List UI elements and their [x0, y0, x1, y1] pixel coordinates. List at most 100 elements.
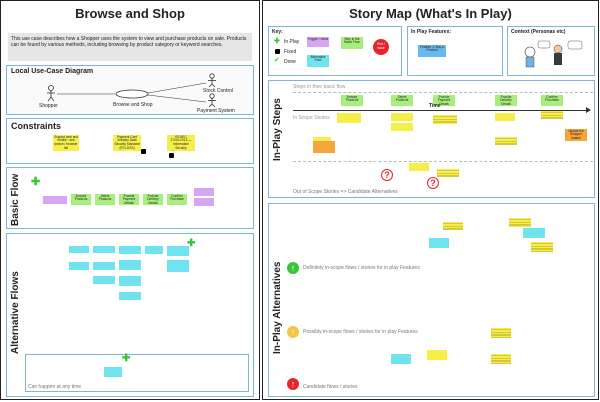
story-note — [337, 113, 361, 123]
features-title: In Play Features: — [411, 29, 452, 35]
steps-label: Steps in their basic flow — [293, 84, 346, 90]
use-case-diagram-svg — [47, 73, 216, 108]
value-note — [194, 198, 214, 206]
question-icon: ? — [427, 177, 439, 189]
story-step: Confirm Purchase — [541, 95, 563, 106]
alt-note — [429, 238, 449, 248]
alt-note — [93, 276, 115, 284]
time-arrow — [293, 110, 589, 111]
constraints-panel: Constraints Support web and mobile - see… — [6, 118, 254, 164]
story-step: Browse Products — [341, 95, 363, 106]
story-note-extra — [313, 141, 335, 153]
plus-icon: ✚ — [187, 238, 196, 249]
alt-note — [167, 260, 189, 272]
story-step: Provide Delivery Details — [495, 95, 517, 106]
arrow-up-red-icon: ↑ — [287, 378, 299, 390]
story-note — [495, 137, 517, 145]
story-note — [491, 354, 511, 364]
key-risk: Risk / Issue — [373, 39, 389, 55]
alt-note — [119, 246, 141, 254]
key-panel: Key: ✚ In Play Fixed ✔ Done Trigger / Va… — [268, 26, 402, 76]
right-title: Story Map (What's In Play) — [349, 6, 512, 21]
lock-icon — [275, 49, 280, 54]
update-basket-note: Update the Shopper basket — [565, 129, 587, 141]
constraint-note: Payment Card Industry Data Security Stan… — [113, 135, 141, 151]
story-note — [531, 242, 553, 252]
plus-icon: ✚ — [122, 353, 131, 364]
persona-figures — [524, 40, 583, 68]
check-icon: ✔ — [274, 57, 280, 64]
assoc-payment — [147, 94, 207, 103]
arrow-up-yellow-icon: ↑ — [287, 326, 299, 338]
right-column-frame — [262, 0, 599, 400]
left-column-frame — [0, 0, 260, 400]
story-note — [409, 163, 429, 171]
alt-note — [93, 262, 115, 270]
in-play-steps-title: In-Play Steps — [272, 98, 283, 161]
alternative-flows-title: Alternative Flows — [10, 271, 21, 354]
arrow-up-green-icon: ↑ — [287, 262, 299, 274]
alt-note — [69, 262, 89, 270]
basic-step: Provide Payment Details — [119, 194, 139, 205]
basic-flow-panel: Basic Flow ✚ Browse Products Select Prod… — [6, 167, 254, 229]
story-note — [391, 113, 413, 121]
use-case-description: This use case describes how a Shopper us… — [8, 33, 252, 61]
feature-note: Feature 1: Buy a Product — [418, 45, 446, 57]
question-icon: ? — [381, 169, 393, 181]
actor-shopper-figure — [47, 85, 55, 102]
any-time-label: Can happen at any time — [28, 384, 82, 390]
possible-row-label: Possibly in-scope flows / stories for in… — [303, 329, 418, 335]
in-play-steps-panel: In-Play Steps Steps in their basic flow … — [268, 80, 595, 198]
story-note — [427, 350, 447, 360]
plus-icon: ✚ — [274, 38, 280, 45]
plus-icon: ✚ — [31, 176, 41, 188]
story-note — [495, 113, 515, 121]
story-note — [391, 123, 413, 131]
out-of-scope-label: Out of Scope Stories => Candidate Altern… — [293, 189, 398, 195]
story-step: Select Products — [391, 95, 413, 106]
actor-stock-figure — [208, 73, 216, 88]
key-fixed: Fixed — [284, 49, 297, 55]
use-case-label: Browse and Shop — [113, 102, 153, 108]
basic-step: Confirm Purchase — [167, 194, 187, 205]
alt-note — [167, 246, 189, 256]
time-label: Time — [429, 103, 441, 109]
features-panel: In Play Features: Feature 1: Buy a Produ… — [407, 26, 503, 76]
story-note — [491, 328, 511, 338]
definite-row-label: Definitely in-scope flows / stories for … — [303, 265, 420, 271]
key-step: Step in the Basic Flow — [341, 37, 363, 49]
key-in-play: In Play — [284, 39, 300, 45]
constraints-title: Constraints — [11, 121, 62, 131]
use-case-diagram-title: Local Use-Case Diagram — [11, 68, 94, 75]
constraint-note: Support web and mobile - see device / br… — [53, 135, 79, 151]
actor-stock-label: Stock Control — [203, 88, 234, 94]
key-title: Key: — [272, 29, 283, 35]
actor-payment-label: Payment System — [197, 108, 235, 114]
use-case-ellipse — [115, 89, 149, 99]
alt-note — [119, 292, 141, 300]
use-case-diagram-panel: Local Use-Case Diagram Shopper Browse an… — [6, 65, 254, 115]
scope-label: In Scope Stories — [293, 115, 330, 121]
constraint-note: ISO/IEC 27001:2013 — Information Securit… — [167, 135, 195, 151]
alt-note — [93, 246, 115, 253]
lock-icon — [141, 149, 146, 154]
alt-note — [391, 354, 411, 364]
story-note — [509, 218, 531, 227]
scope-divider — [293, 161, 593, 162]
alt-note — [69, 246, 89, 253]
context-title: Context (Personas etc) — [511, 29, 566, 35]
story-note — [541, 111, 563, 119]
basic-step: Browse Products — [71, 194, 91, 205]
alt-note — [119, 276, 141, 286]
alt-note — [523, 228, 545, 238]
assoc-stock — [147, 82, 207, 94]
key-alt: Alternative Flow — [307, 55, 329, 67]
in-play-alternatives-panel: In-Play Alternatives ↑ Definitely in-sco… — [268, 203, 595, 397]
in-play-alternatives-title: In-Play Alternatives — [272, 261, 283, 354]
any-time-box: ✚ Can happen at any time — [25, 353, 249, 392]
basic-step: Provide Delivery Details — [143, 194, 163, 205]
alternative-flows-panel: Alternative Flows ✚ ✚ Can happen at any … — [6, 233, 254, 397]
actor-shopper-label: Shopper — [39, 103, 58, 109]
value-note — [194, 188, 214, 196]
alt-note — [145, 246, 163, 254]
